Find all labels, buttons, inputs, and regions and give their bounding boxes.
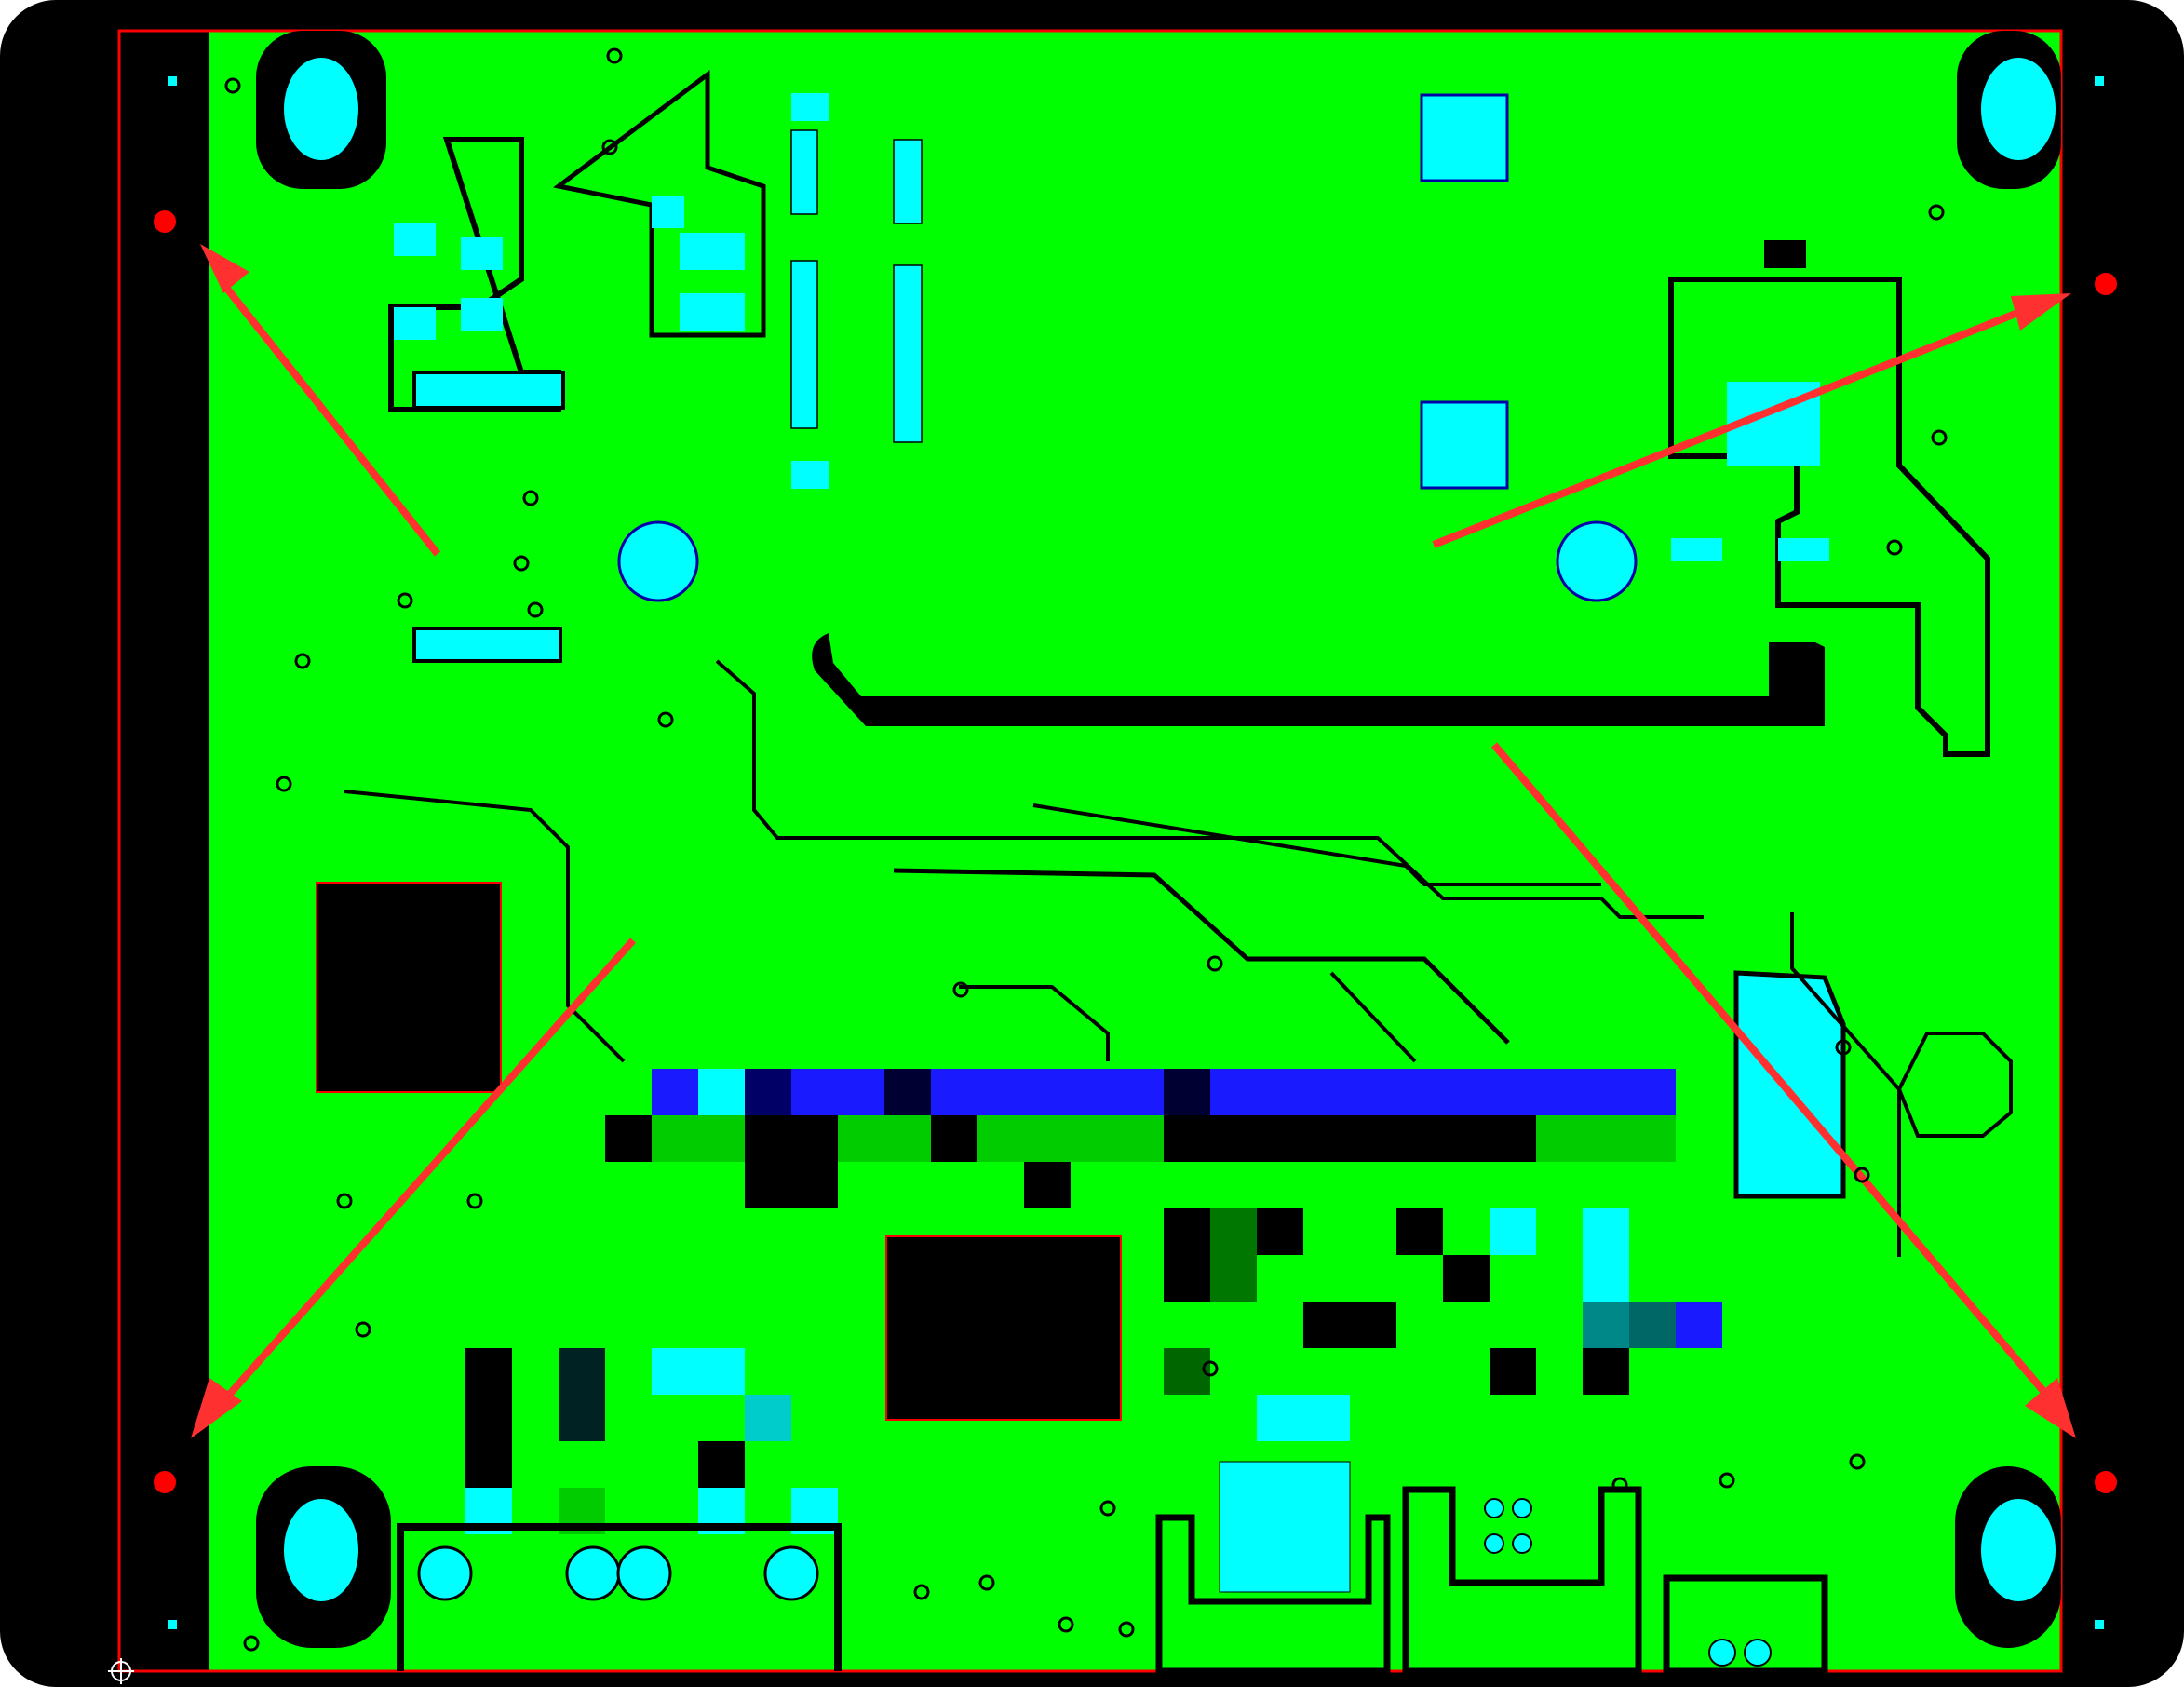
small-pad [168,76,177,86]
large-round-pad [1556,520,1638,602]
obscured-pixelated-area [465,1069,1722,1534]
trace [1032,803,1601,886]
trace [1790,912,1901,1257]
via [1118,1621,1135,1638]
connector-outline-bottom [1402,1486,1642,1675]
square-pad [1420,93,1509,182]
component-cluster-bottom-right [1733,970,1846,1199]
pad [652,196,684,228]
pad [1778,538,1829,561]
fiducial-dot-icon [154,210,176,233]
fiducial-dot-icon [2095,273,2117,295]
via-field [224,47,1948,1652]
mounting-hole-top-left [256,31,386,189]
bottom-left-housing [397,1523,842,1671]
via [1928,204,1945,221]
trace [959,985,1110,1061]
polygon-outline [1896,1032,2013,1138]
via [397,592,413,609]
via [527,601,544,618]
via [657,711,674,728]
trace [893,868,1510,1045]
via [1849,1453,1866,1470]
fiducial-dot-icon [154,1471,176,1493]
via [1854,1167,1870,1183]
small-pad [168,1620,177,1629]
pad [791,461,829,489]
mounting-hole-bottom-right [1955,1466,2061,1648]
via [522,490,539,506]
mounting-hole-icon [1981,58,2056,160]
chip-outline-center [885,1235,1122,1421]
fiducial-dot-icon [2095,1471,2117,1493]
pad-row [412,371,565,410]
via [952,981,969,998]
mounting-hole-icon [1981,1499,2056,1601]
fine-pitch-pads [790,129,923,443]
trace [715,659,1704,919]
pad [461,298,503,331]
connector-outline-bottom [1155,1514,1391,1675]
via [513,555,530,572]
via [294,653,311,669]
via [1886,539,1903,556]
via [224,77,241,94]
pad [680,233,745,270]
via [1058,1616,1074,1633]
pad [394,307,436,340]
mounting-hole-bottom-left [256,1466,391,1648]
compass-origin-icon [108,1658,134,1684]
board-outline [117,29,2063,1673]
via [243,1635,260,1652]
connector-outline-bottom [1663,1574,1828,1675]
chip-outline-left [316,882,502,1093]
pad [791,93,829,121]
pad-row [412,627,562,663]
via [1931,429,1948,446]
connector-pins [1219,1461,1351,1593]
via [276,776,292,792]
pad [680,293,745,331]
via [1835,1039,1852,1056]
mounting-hole-icon [284,1499,358,1601]
trace-loop [812,633,1826,726]
via [355,1321,371,1338]
via [601,139,618,155]
large-round-pad [617,520,699,602]
mounting-hole-top-right [1957,31,2061,189]
pad [1764,240,1806,268]
arrow-icon [191,244,2076,1438]
via [913,1584,930,1600]
via [1719,1472,1735,1489]
pad [1671,538,1722,561]
round-pads-bottom-left [417,1545,819,1601]
mounting-hole-icon [284,58,358,160]
via [336,1193,353,1209]
via [1202,1360,1219,1377]
via [1207,955,1223,972]
pad [461,237,503,270]
trace [1329,971,1417,1063]
small-pad [2095,1620,2104,1629]
via [978,1574,995,1591]
round-pads-bottom-center [1484,1498,1772,1667]
via [466,1193,483,1209]
via [1099,1500,1116,1517]
trace [344,790,626,1063]
via [1611,1477,1628,1493]
pad [394,223,436,256]
via [606,47,623,64]
small-pad [2095,76,2104,86]
square-pad [1420,400,1509,490]
